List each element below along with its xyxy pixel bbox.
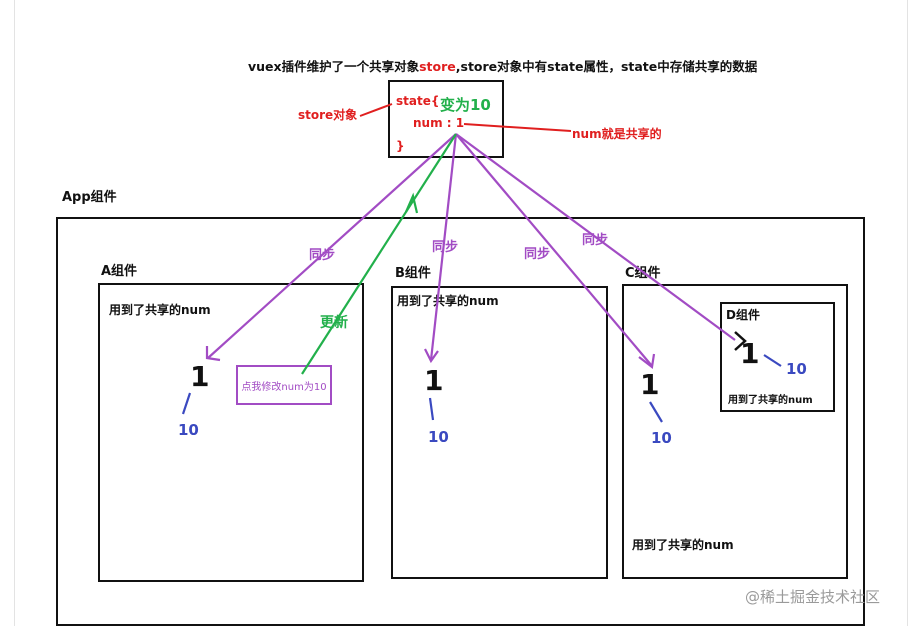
title-store: store	[419, 59, 456, 74]
b-uses-num: 用到了共享的num	[397, 294, 499, 308]
change-to-label: 变为10	[440, 96, 491, 114]
update-label: 更新	[320, 315, 348, 331]
d-component-name: D组件	[726, 308, 760, 322]
title-prefix: vuex插件维护了一个共享对象	[248, 59, 420, 74]
a-uses-num: 用到了共享的num	[109, 303, 211, 317]
store-num: num : 1	[413, 116, 465, 130]
sync-label-c: 同步	[524, 247, 551, 262]
a-num-value: 1	[190, 360, 210, 393]
store-state-open: state{	[396, 94, 440, 108]
num-shared-label: num就是共享的	[572, 127, 662, 141]
app-component-label: App组件	[62, 190, 117, 205]
store-object-label: store对象	[298, 108, 358, 122]
d-uses-num: 用到了共享的num	[728, 395, 813, 406]
frame-line-left	[14, 0, 15, 626]
c-num-value: 1	[640, 368, 660, 401]
b-component-name: B组件	[395, 266, 431, 281]
b-num-value: 1	[424, 364, 444, 397]
c-uses-num: 用到了共享的num	[632, 538, 734, 552]
watermark: @稀土掘金技术社区	[745, 588, 881, 606]
store-state-close: }	[396, 139, 405, 153]
diagram-title: vuex插件维护了一个共享对象store,store对象中有state属性，st…	[248, 56, 757, 75]
sync-label-d: 同步	[582, 233, 609, 248]
sync-label-b: 同步	[432, 240, 459, 255]
update-arrowhead	[404, 192, 419, 214]
b-new-value: 10	[428, 428, 449, 446]
d-new-value: 10	[786, 360, 807, 378]
change-num-button[interactable]: 点我修改num为10	[236, 365, 332, 405]
sync-label-a: 同步	[309, 248, 336, 263]
a-new-value: 10	[178, 421, 199, 439]
title-suffix: ,store对象中有state属性，state中存储共享的数据	[455, 59, 758, 74]
d-num-value: 1	[740, 337, 760, 370]
b-component-box	[391, 286, 608, 579]
a-component-name: A组件	[101, 264, 138, 279]
c-new-value: 10	[651, 429, 672, 447]
d-component-box	[720, 302, 835, 412]
frame-line-right	[907, 0, 908, 626]
c-component-name: C组件	[625, 266, 661, 281]
